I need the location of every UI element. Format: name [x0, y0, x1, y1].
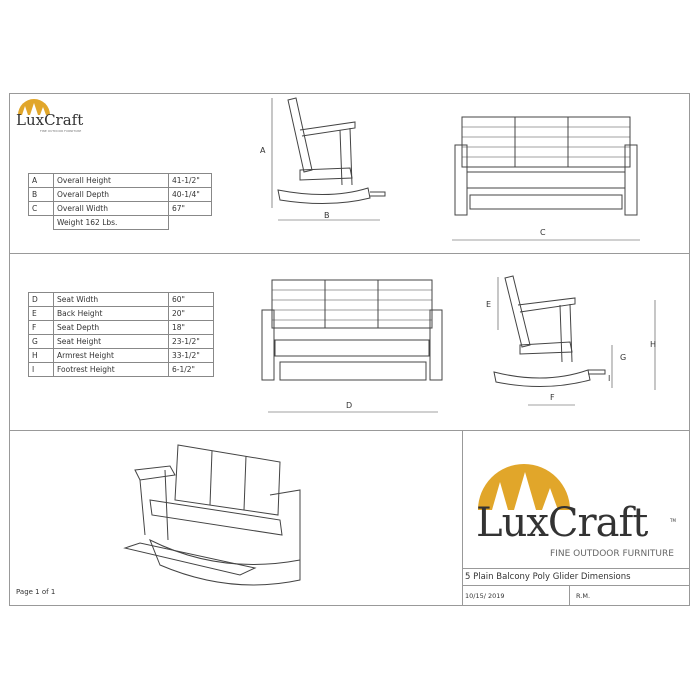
brand-tagline: FINE OUTDOOR FURNITURE	[40, 129, 82, 133]
title-row: 5 Plain Balcony Poly Glider Dimensions	[462, 568, 690, 586]
brand-logo-small: LuxCraft FINE OUTDOOR FURNITURE	[14, 97, 89, 137]
drawing-date: 10/15/ 2019	[465, 592, 505, 600]
dim-label-b: B	[324, 211, 330, 220]
table-row: Weight 162 Lbs.	[29, 215, 212, 230]
front-view-drawing-detail	[262, 280, 442, 412]
date-cell: 10/15/ 2019	[462, 586, 570, 606]
front-view-drawing	[452, 117, 640, 240]
isometric-drawing	[125, 445, 300, 585]
brand-tagline-large: FINE OUTDOOR FURNITURE	[550, 549, 674, 559]
drawing-title: 5 Plain Balcony Poly Glider Dimensions	[465, 572, 631, 582]
dim-label-f: F	[550, 393, 555, 402]
row-value: 6-1/2"	[168, 362, 214, 377]
drawn-by: R.M.	[576, 592, 591, 600]
divider	[9, 253, 690, 254]
brand-logo: LuxCraft TM FINE OUTDOOR FURNITURE	[470, 452, 685, 567]
side-view-drawing	[272, 98, 385, 220]
dim-label-d: D	[346, 401, 353, 410]
dim-label-c: C	[540, 228, 546, 237]
drawing-frame	[9, 93, 690, 606]
dim-label-e: E	[486, 300, 492, 309]
side-view-drawing-detail	[494, 276, 655, 405]
page-label: Page 1 of 1	[16, 588, 56, 596]
weight-cell: Weight 162 Lbs.	[53, 215, 169, 230]
brand-name-large: LuxCraft	[476, 500, 648, 546]
brand-name: LuxCraft	[16, 111, 84, 129]
dim-label-a: A	[260, 146, 266, 155]
dim-label-i: I	[608, 374, 611, 383]
trademark: TM	[670, 518, 676, 523]
dim-label-h: H	[650, 340, 657, 349]
divider	[462, 430, 463, 606]
divider	[9, 430, 690, 431]
dim-label-g: G	[620, 353, 627, 362]
